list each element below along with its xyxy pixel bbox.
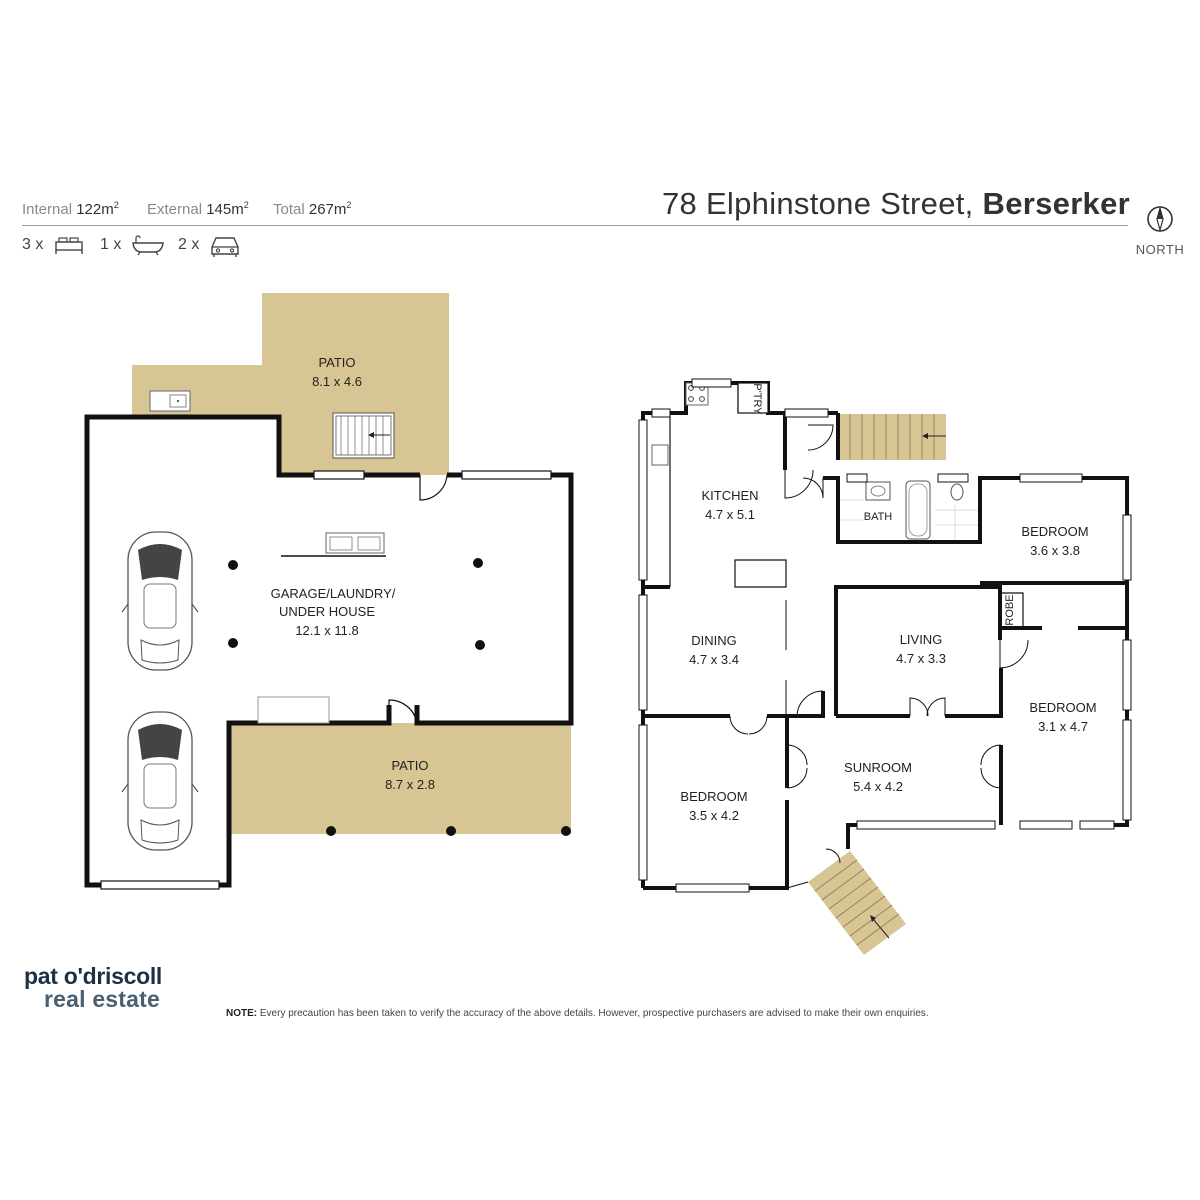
room-name: BATH [864,511,893,523]
room-dimensions: 3.5 x 4.2 [689,808,739,823]
room-name: BEDROOM [1021,524,1088,539]
window [313,470,365,480]
header-divider [22,225,1128,226]
bedroom-count: 3 x [22,236,44,253]
internal-area: Internal 122m2 [22,200,119,218]
kitchen-sink-icon [651,444,669,466]
room-dimensions: 4.7 x 3.4 [689,652,739,667]
listing-header: Internal 122m2 External 145m2 Total 267m… [0,0,1200,270]
total-area: Total 267m2 [273,200,352,218]
room-dimensions: 8.7 x 2.8 [385,777,435,792]
bathtub-icon [905,480,931,540]
room-name: DINING [691,633,737,648]
external-area: External 145m2 [147,200,249,218]
room-dimensions: 12.1 x 11.8 [295,623,358,638]
garage-walls [84,414,574,888]
room-name: GARAGE/LAUNDRY/ [271,586,396,601]
door [419,474,448,501]
room-name: PATIO [391,758,428,773]
bed-icon [55,237,83,254]
room-name: P'TRY [751,383,763,415]
front-stairs-icon [808,851,906,955]
car-icon [211,237,239,257]
room-dimensions: 4.7 x 3.3 [896,651,946,666]
compass-icon [1147,205,1173,233]
room-dimensions: 4.7 x 5.1 [705,507,755,522]
laundry-tub-icon [325,532,385,554]
doors [729,424,1029,889]
rear-stairs-icon [838,414,946,460]
room-name: LIVING [900,632,943,647]
agency-logo-line1: pat o'driscoll [24,963,163,989]
room-dimensions: 3.6 x 3.8 [1030,543,1080,558]
car-icon [121,531,199,671]
room-dimensions: 3.1 x 4.7 [1038,719,1088,734]
car-space-count: 2 x [178,236,200,253]
garage-window [100,880,220,890]
room-name: BEDROOM [680,789,747,804]
window [461,470,552,480]
room-dimensions: 8.1 x 4.6 [312,374,362,389]
bench [257,696,330,724]
patio-stairs-icon [332,412,395,459]
toilet-icon [950,483,964,501]
basin-icon [865,481,891,501]
property-address: 78 Elphinstone Street, Berserker [661,186,1130,221]
bathtub-icon [132,235,164,256]
agency-logo-line2: real estate [44,986,160,1012]
room-name: BEDROOM [1029,700,1096,715]
room-name: ROBE [1004,594,1016,625]
room-dimensions: 5.4 x 4.2 [853,779,903,794]
room-name: KITCHEN [701,488,758,503]
room-name: SUNROOM [844,760,912,775]
car-icon [121,711,199,851]
upper-floor-plan: P'TRY [638,378,1132,955]
room-name: PATIO [318,355,355,370]
door [388,699,418,724]
disclaimer-note: NOTE: Every precaution has been taken to… [226,1008,929,1019]
room-name: UNDER HOUSE [279,604,375,619]
support-posts [228,558,571,836]
upper-patio-area [132,293,449,475]
windows [638,378,1132,893]
bathroom-count: 1 x [100,236,122,253]
lower-floor-plan: PATIO 8.1 x 4.6 GARAGE/LAUNDRY/ UNDER HO… [84,293,574,890]
lower-patio-area [229,723,571,834]
compass-north-label: NORTH [1135,242,1185,257]
